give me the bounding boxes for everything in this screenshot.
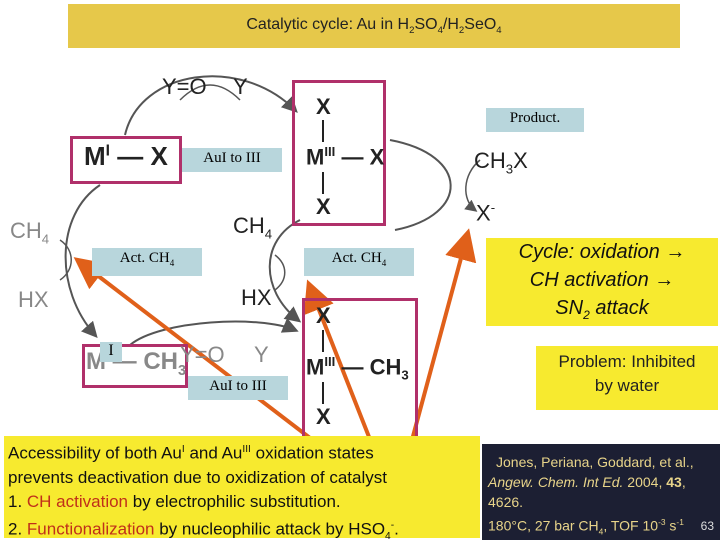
upper-y-curve: [179, 84, 241, 101]
page-number: 63: [700, 519, 714, 533]
reference-box: Jones, Periana, Goddard, et al., Angew. …: [482, 444, 720, 540]
title-text: Catalytic cycle: Au in H2SO4/H2SeO4: [246, 15, 502, 37]
ref-line-1: Jones, Periana, Goddard, et al.,: [496, 454, 694, 470]
lower-miii-x-bottom: X: [316, 404, 331, 429]
middle-ch4-curve: [274, 254, 286, 291]
access-line-2: prevents deactivation due to oxidization…: [8, 467, 387, 487]
act-left-label: Act. CH4: [92, 248, 202, 276]
lower-miii-center: MIII — CH3: [306, 354, 409, 383]
middle-ch4: CH4: [233, 213, 273, 242]
upper-miii-box: [292, 80, 386, 226]
lower-i-label: I: [100, 342, 122, 362]
product-label: Product.: [486, 108, 584, 132]
ref-line-2: Angew. Chem. Int Ed. 2004, 43,: [488, 474, 686, 490]
left-ch4: CH4: [10, 218, 50, 247]
upper-yo: Y=O: [162, 74, 207, 99]
title-bar: Catalytic cycle: Au in H2SO4/H2SeO4: [68, 4, 680, 48]
left-ch4-curve: [59, 239, 72, 281]
upper-arc: [124, 75, 298, 136]
upper-mi-box: [70, 136, 182, 184]
middle-hx: HX: [241, 285, 272, 310]
act-right-label: Act. CH4: [304, 248, 414, 276]
lower-yo: Y=O: [180, 342, 225, 367]
cycle-box: Cycle: oxidation → CH activation → SN2 a…: [486, 238, 718, 326]
au-lower-label: AuI to III: [188, 376, 288, 400]
right-curve-in: [464, 159, 481, 212]
upper-y: Y: [233, 74, 248, 99]
lower-bond-bottom: [322, 382, 324, 404]
x-minus-label: X-: [476, 200, 496, 226]
left-curve: [64, 184, 101, 338]
left-hx: HX: [18, 287, 49, 312]
lower-arc: [129, 317, 299, 346]
lower-bond-top: [322, 330, 324, 352]
problem-box: Problem: Inhibited by water: [536, 346, 718, 410]
upper-miii-x-bottom: X: [316, 194, 331, 219]
problem-line-1: Problem: Inhibited: [558, 352, 696, 371]
ch3x-label: CH3X: [474, 148, 528, 177]
upper-miii-center: MIII — X: [306, 144, 385, 170]
cycle-line-2: CH activation →: [529, 269, 675, 291]
accessibility-box: Accessibility of both AuI and AuIII oxid…: [4, 436, 480, 542]
problem-line-2: by water: [594, 376, 660, 395]
access-line-4: 2. Functionalization by nucleophilic att…: [8, 519, 399, 542]
au-upper-label: AuI to III: [182, 148, 282, 172]
cycle-line-3: SN2 attack: [555, 297, 649, 322]
upper-miii-x-top: X: [316, 94, 331, 119]
cycle-line-1: Cycle: oxidation →: [518, 241, 686, 263]
upper-bond-bottom: [322, 172, 324, 194]
lower-y: Y: [254, 342, 269, 367]
ref-line-4: 180°C, 27 bar CH4, TOF 10-3 s-1: [488, 517, 684, 537]
ref-line-3: 4626.: [488, 494, 524, 510]
lower-mi-box: [82, 344, 188, 388]
upper-bond-top: [322, 120, 324, 142]
access-line-3: 1. CH activation by electrophilic substi…: [8, 491, 341, 511]
right-curve: [389, 139, 452, 231]
middle-curve: [268, 219, 302, 323]
upper-mi-formula: MI — X: [84, 141, 168, 171]
access-line-1: Accessibility of both AuI and AuIII oxid…: [8, 443, 374, 463]
lower-miii-x-top: X: [316, 303, 331, 328]
